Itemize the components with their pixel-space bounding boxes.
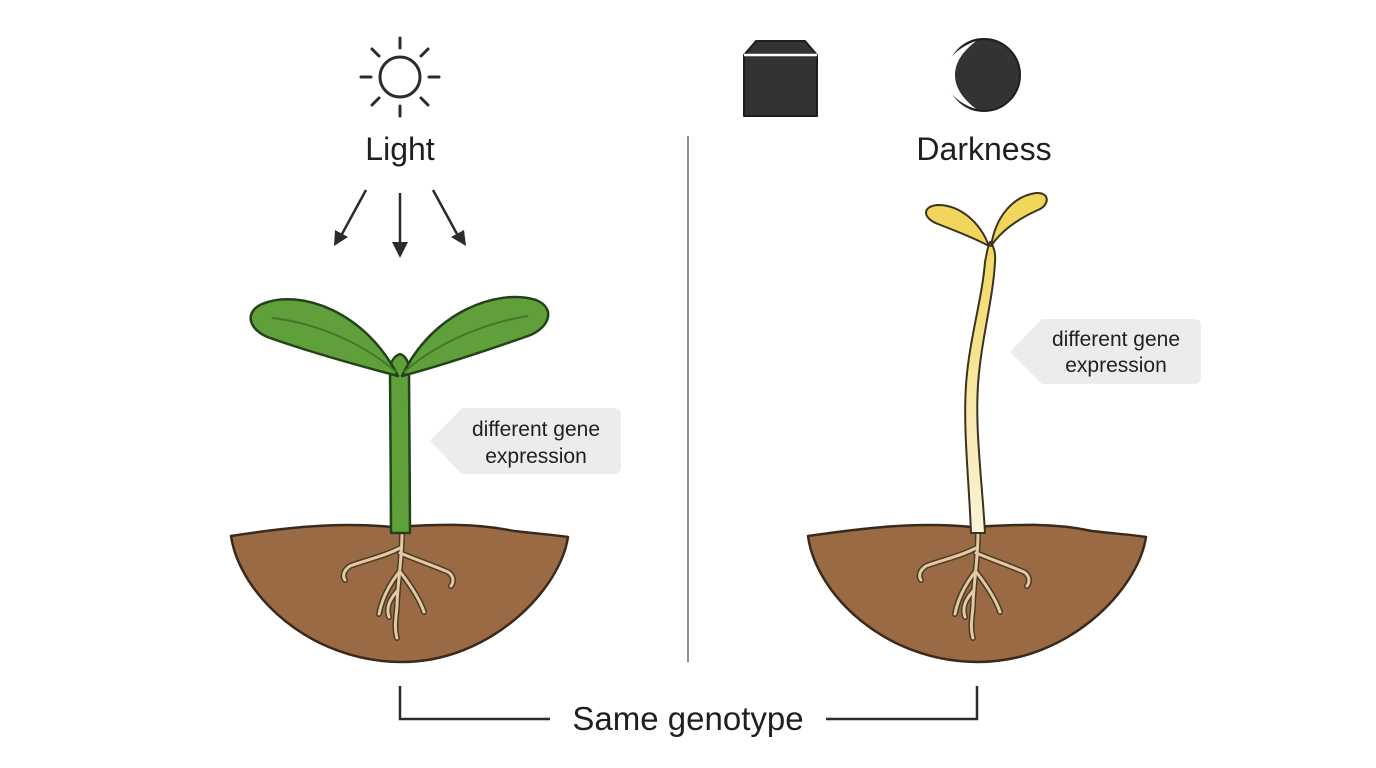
sun-icon — [359, 36, 441, 118]
leaf-right-right — [990, 191, 1048, 247]
callout-left — [430, 408, 621, 474]
callout-left-line1: different gene — [472, 418, 600, 441]
roots-right — [916, 530, 1032, 641]
light-arrow-right — [431, 189, 466, 246]
light-rays-arrows — [334, 189, 466, 258]
leaf-left-right-vein — [403, 315, 529, 373]
light-label: Light — [365, 131, 435, 167]
genotype-bracket — [398, 686, 979, 721]
same-genotype-label: Same genotype — [572, 700, 803, 737]
light-arrow-center — [392, 193, 408, 258]
stem-right-etiolated — [964, 241, 997, 534]
stem-left — [388, 352, 412, 535]
light-arrow-left — [334, 189, 368, 246]
leaf-right-left — [925, 204, 990, 247]
callout-right-line1: different gene — [1052, 328, 1180, 351]
leaf-left-right — [400, 295, 550, 378]
callout-right-line2: expression — [1065, 354, 1167, 377]
callout-right — [1010, 319, 1201, 384]
callout-left-line2: expression — [485, 445, 587, 468]
roots-left — [340, 530, 456, 641]
darkness-label: Darkness — [916, 131, 1051, 167]
leaf-left-left — [249, 297, 400, 378]
soil-mound-right — [806, 523, 1148, 664]
leaf-left-left-vein — [271, 317, 397, 373]
moon-icon — [944, 38, 1021, 112]
dark-box-icon — [743, 40, 818, 117]
